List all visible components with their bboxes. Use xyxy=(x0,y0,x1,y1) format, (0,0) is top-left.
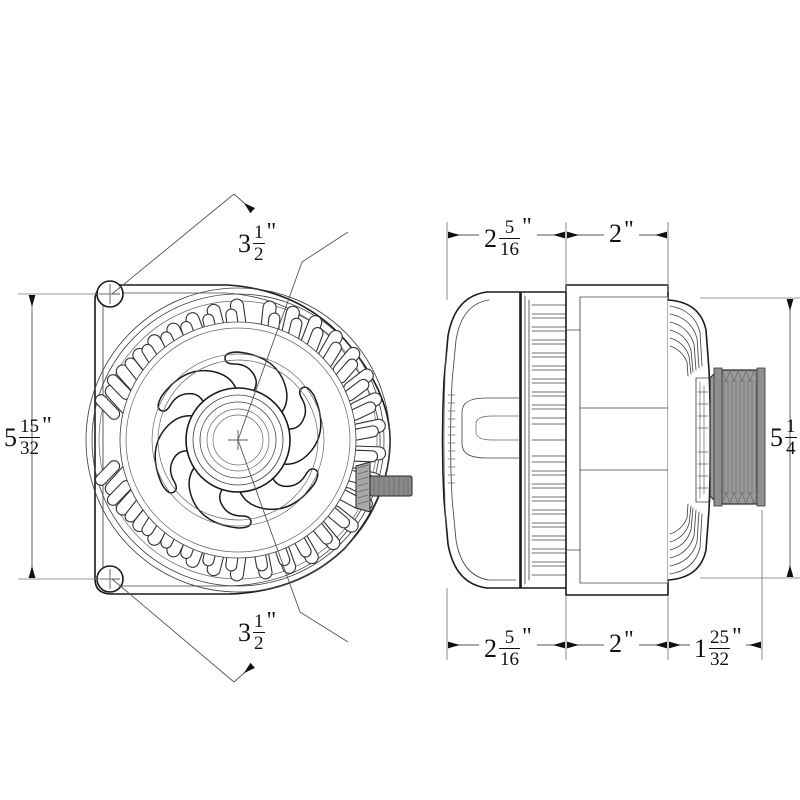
dim-inch-mark: " xyxy=(732,624,742,650)
dim-fraction: 1 4 xyxy=(785,417,797,459)
dim-inch-mark: " xyxy=(522,624,532,650)
dim-fraction: 15 32 xyxy=(19,417,40,459)
dim-whole: 5 xyxy=(4,422,17,452)
dim-inch-mark: " xyxy=(624,217,634,243)
dim-whole: 3 xyxy=(238,228,251,258)
dim-inch-mark: " xyxy=(266,219,277,245)
side-view-dimensions xyxy=(446,222,800,660)
side-drive-end xyxy=(667,299,712,581)
dim-denominator: 16 xyxy=(499,648,520,671)
dim-inch-mark: " xyxy=(522,214,532,240)
dim-side-overall-diameter: 5 1 4 xyxy=(770,417,799,459)
front-view-dimensions xyxy=(18,193,349,683)
dim-front-mount-diagonal-top: 3 1 2 " xyxy=(238,219,277,265)
dim-side-bottom-length-a: 2 5 16 " xyxy=(479,624,537,670)
dim-denominator: 4 xyxy=(785,437,797,460)
dim-fraction: 5 16 xyxy=(499,218,520,260)
dim-denominator: 16 xyxy=(499,238,520,261)
threaded-terminal-stud xyxy=(355,461,413,513)
serpentine-pulley xyxy=(709,367,766,507)
dim-whole: 2 xyxy=(484,633,497,663)
dim-side-top-length-b: 2 " xyxy=(604,217,639,248)
side-view xyxy=(441,284,766,596)
dim-fraction: 1 2 xyxy=(253,223,265,265)
dim-numerator: 25 xyxy=(710,627,729,648)
front-view xyxy=(85,280,413,595)
dim-fraction: 25 32 xyxy=(709,628,730,670)
dim-numerator: 1 xyxy=(786,416,796,437)
dim-whole: 1 xyxy=(694,633,707,663)
dim-denominator: 2 xyxy=(253,243,265,266)
side-main-housing xyxy=(565,284,669,596)
dim-denominator: 32 xyxy=(709,648,730,671)
dim-inch-mark: " xyxy=(624,627,634,653)
dim-denominator: 32 xyxy=(19,437,40,460)
dim-whole: 2 xyxy=(484,223,497,253)
dim-whole: 3 xyxy=(238,617,251,647)
dim-side-top-length-a: 2 5 16 " xyxy=(479,214,537,260)
dim-numerator: 5 xyxy=(504,217,515,238)
dim-whole: 2 xyxy=(609,629,622,658)
dim-front-mount-diagonal-bottom: 3 1 2 " xyxy=(238,608,277,654)
dim-side-bottom-pulley-length: 1 25 32 " xyxy=(690,624,746,670)
dim-numerator: 5 xyxy=(504,627,515,648)
dim-inch-mark: " xyxy=(266,608,277,634)
dim-side-bottom-length-b: 2 " xyxy=(604,627,639,658)
dim-whole: 5 xyxy=(770,422,783,452)
dim-fraction: 1 2 xyxy=(253,612,265,654)
dim-numerator: 1 xyxy=(254,611,264,632)
dim-numerator: 1 xyxy=(254,222,264,243)
dim-fraction: 5 16 xyxy=(499,628,520,670)
dim-whole: 2 xyxy=(609,219,622,248)
dim-numerator: 15 xyxy=(20,416,39,437)
dim-inch-mark: " xyxy=(42,413,52,439)
dim-denominator: 2 xyxy=(253,632,265,655)
dim-front-overall-height: 5 15 32 " xyxy=(4,413,52,459)
